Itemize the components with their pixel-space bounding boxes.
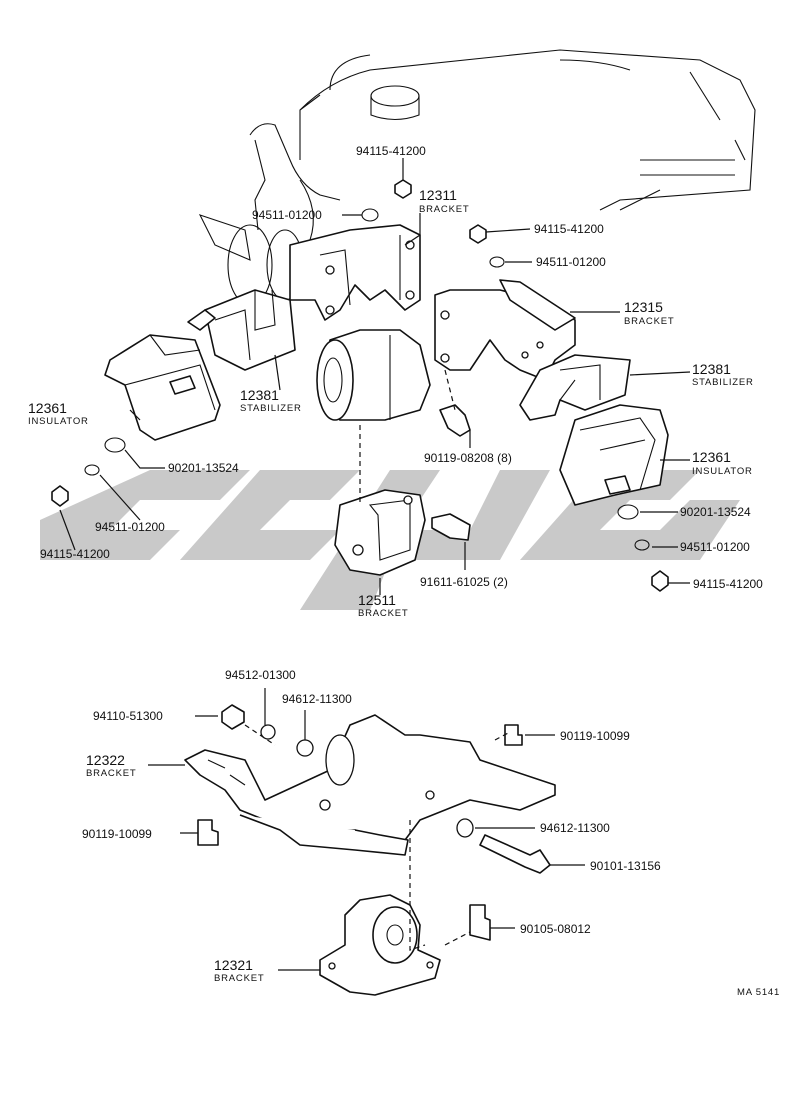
label-12361-left-name: INSULATOR	[28, 416, 89, 427]
label-12321-name: BRACKET	[214, 973, 264, 984]
bracket-12311	[289, 224, 421, 321]
label-12322: 12322	[86, 752, 125, 768]
label-90119-10099-left: 90119-10099	[82, 827, 152, 841]
stabilizer-left	[187, 289, 296, 371]
label-12315: 12315	[624, 299, 663, 315]
label-94612-11300-lower: 94612-11300	[540, 821, 610, 835]
label-90105-08012: 90105-08012	[520, 922, 591, 936]
label-12361-right-name: INSULATOR	[692, 466, 753, 477]
label-94612-11300-top: 94612-11300	[282, 692, 352, 706]
label-94512-01300: 94512-01300	[225, 668, 296, 682]
label-12315-name: BRACKET	[624, 316, 674, 327]
label-90119-08208: 90119-08208 (8)	[424, 451, 512, 465]
figure-code: MA 5141	[737, 987, 780, 998]
label-12311: 12311	[419, 187, 457, 203]
alternator	[316, 329, 431, 421]
label-12381-right-name: STABILIZER	[692, 377, 754, 388]
label-12311-name: BRACKET	[419, 204, 469, 215]
label-90201-13524-left: 90201-13524	[168, 461, 239, 475]
label-12381-left: 12381	[240, 387, 279, 403]
bracket-12511	[334, 489, 426, 576]
label-94115-41200-lower-right: 94115-41200	[693, 577, 763, 591]
label-12361-right: 12361	[692, 449, 731, 465]
label-12381-right: 12381	[692, 361, 731, 377]
label-90201-13524-right: 90201-13524	[680, 505, 751, 519]
fasteners-upper	[51, 179, 669, 592]
bracket-12321	[319, 894, 441, 996]
fasteners-lower	[197, 704, 551, 941]
label-94511-01200-lower-right: 94511-01200	[680, 540, 750, 554]
label-12511: 12511	[358, 592, 396, 608]
label-12361-left: 12361	[28, 400, 67, 416]
label-12321: 12321	[214, 957, 253, 973]
label-94115-41200-top: 94115-41200	[356, 144, 426, 158]
label-12511-name: BRACKET	[358, 608, 408, 619]
insulator-right	[559, 404, 669, 506]
leader-lines	[59, 158, 691, 971]
label-94115-41200-right: 94115-41200	[534, 222, 604, 236]
assembly-lines	[244, 369, 511, 951]
label-94115-41200-left: 94115-41200	[40, 547, 110, 561]
part-labels: 94115-41200 94511-01200 12311 BRACKET 94…	[28, 144, 780, 998]
watermark-logo	[40, 470, 740, 610]
stabilizer-right	[519, 354, 631, 421]
bracket-12322	[184, 714, 556, 856]
label-94110-51300: 94110-51300	[93, 709, 163, 723]
label-94511-01200-top: 94511-01200	[252, 208, 322, 222]
engine-block	[249, 49, 756, 241]
label-12381-left-name: STABILIZER	[240, 403, 302, 414]
label-91611-61025: 91611-61025 (2)	[420, 575, 508, 589]
insulator-left	[104, 334, 221, 441]
label-94511-01200-right: 94511-01200	[536, 255, 606, 269]
label-90101-13156: 90101-13156	[590, 859, 661, 873]
label-94511-01200-left: 94511-01200	[95, 520, 165, 534]
label-12322-name: BRACKET	[86, 768, 136, 779]
label-90119-10099-right: 90119-10099	[560, 729, 630, 743]
